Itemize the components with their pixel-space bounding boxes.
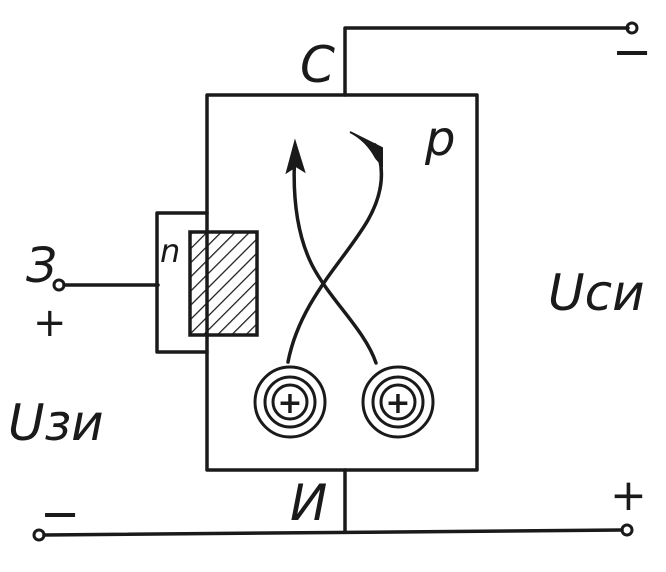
drain-label: С: [300, 36, 335, 94]
source-wire: [42, 528, 624, 537]
source-label: И: [290, 474, 327, 532]
drain-minus-sign: −: [612, 24, 652, 80]
arrow-left-icon: [285, 138, 306, 175]
source-right-terminal: [620, 523, 634, 537]
hole-plus-left: +: [277, 386, 302, 421]
source-minus-sign: −: [40, 486, 80, 542]
hole-plus-right: +: [385, 386, 410, 421]
source-left-terminal: [32, 528, 46, 542]
hole-carrier-right: [361, 365, 435, 439]
drain-terminal: [625, 21, 639, 35]
depletion-layer: [188, 230, 259, 337]
arrow-right-icon: [349, 131, 383, 168]
carrier-path-left: [292, 148, 378, 365]
u-gs-label: Uзи: [8, 394, 104, 452]
gate-plus-sign: +: [33, 300, 67, 346]
hole-carrier-left: [253, 365, 327, 439]
gate-terminal: [52, 278, 66, 292]
n-region-label: n: [160, 232, 180, 270]
carrier-path-right: [286, 143, 384, 364]
drain-wire: [343, 26, 630, 97]
p-region-label: р: [424, 111, 455, 167]
n-region: [155, 211, 209, 354]
u-ds-label: Uси: [548, 264, 645, 322]
gate-label: З: [26, 238, 57, 294]
source-plus-sign: +: [610, 470, 647, 521]
